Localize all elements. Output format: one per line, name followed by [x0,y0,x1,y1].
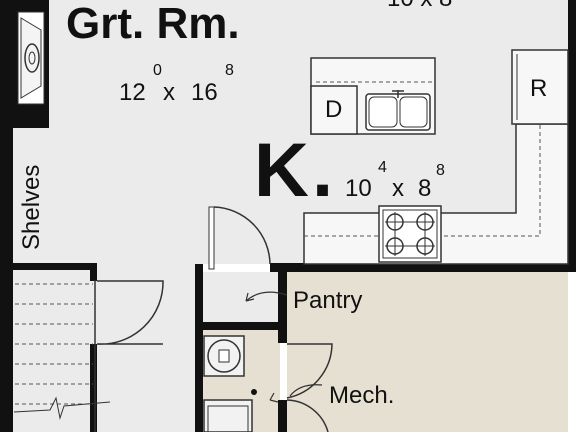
wall-stairs-right [90,263,97,281]
mech-label: Mech. [329,382,394,409]
mech-door-swing-upper [286,343,333,399]
wall-stairs-top [13,263,97,270]
pantry-floor [202,272,278,324]
mech-dot [251,389,257,395]
wall-mech-door-jamb [278,400,287,432]
mech-door-swing-lower [286,399,329,432]
stairs [15,283,93,405]
kitchen-dim-inch-a: 4 [378,159,387,176]
great-room-dim-feet-a: 12 [119,79,146,106]
pantry-door-arc [213,206,271,265]
kitchen-name: K [254,128,309,213]
great-room-name: Grt. Rm. [66,0,240,48]
great-room-dim-feet-b: 16 [191,79,218,106]
wall-kitchen-bottom [270,263,576,272]
kitchen-name-dot: . [312,128,333,213]
water-heater-valve [218,349,230,363]
refrigerator-label: R [530,75,547,102]
pantry-label: Pantry [293,287,362,314]
wall-pantry-bottom [195,322,287,330]
mech-arrow [289,384,323,397]
fireplace-hearth [20,17,42,99]
right-wall [568,0,576,272]
great-room-dim-x: x [163,79,175,106]
shelves-wall-left [0,128,13,432]
furnace-inner [207,405,249,432]
fireplace-icon-inner [28,51,36,65]
furnace [203,399,253,432]
great-room-dim-inch-a: 0 [153,62,162,79]
shelves-label: Shelves [18,165,45,250]
sink [365,90,431,131]
hall-floor [95,264,200,432]
great-room-dim-inch-b: 8 [225,62,234,79]
fireplace-icon [24,43,40,73]
hall-door-swing [96,280,164,345]
wall-hall-stub [90,344,97,432]
stair-break-line [13,396,111,420]
mech-arrow-head [269,392,279,403]
water-heater-tank [207,339,241,373]
dishwasher-label: D [325,96,342,123]
wall-pantry-top [195,264,203,432]
shelves-floor [13,128,44,264]
pantry-arrow [245,291,288,302]
pantry-arrow-head [245,292,255,302]
dishwasher [310,85,358,135]
stair-area-floor [13,270,95,432]
kitchen-dim-inch-b: 8 [436,162,445,179]
range [378,205,442,263]
top-partial-label: 10 x 8 [387,0,452,12]
refrigerator [511,49,569,125]
pantry-door-leaf [208,206,215,270]
kitchen-dim-feet-b: 8 [418,175,431,202]
kitchen-dim-feet-a: 10 [345,175,372,202]
wall-pantry-right [278,263,287,343]
kitchen-dim-x: x [392,175,404,202]
mech-floor [287,272,568,432]
